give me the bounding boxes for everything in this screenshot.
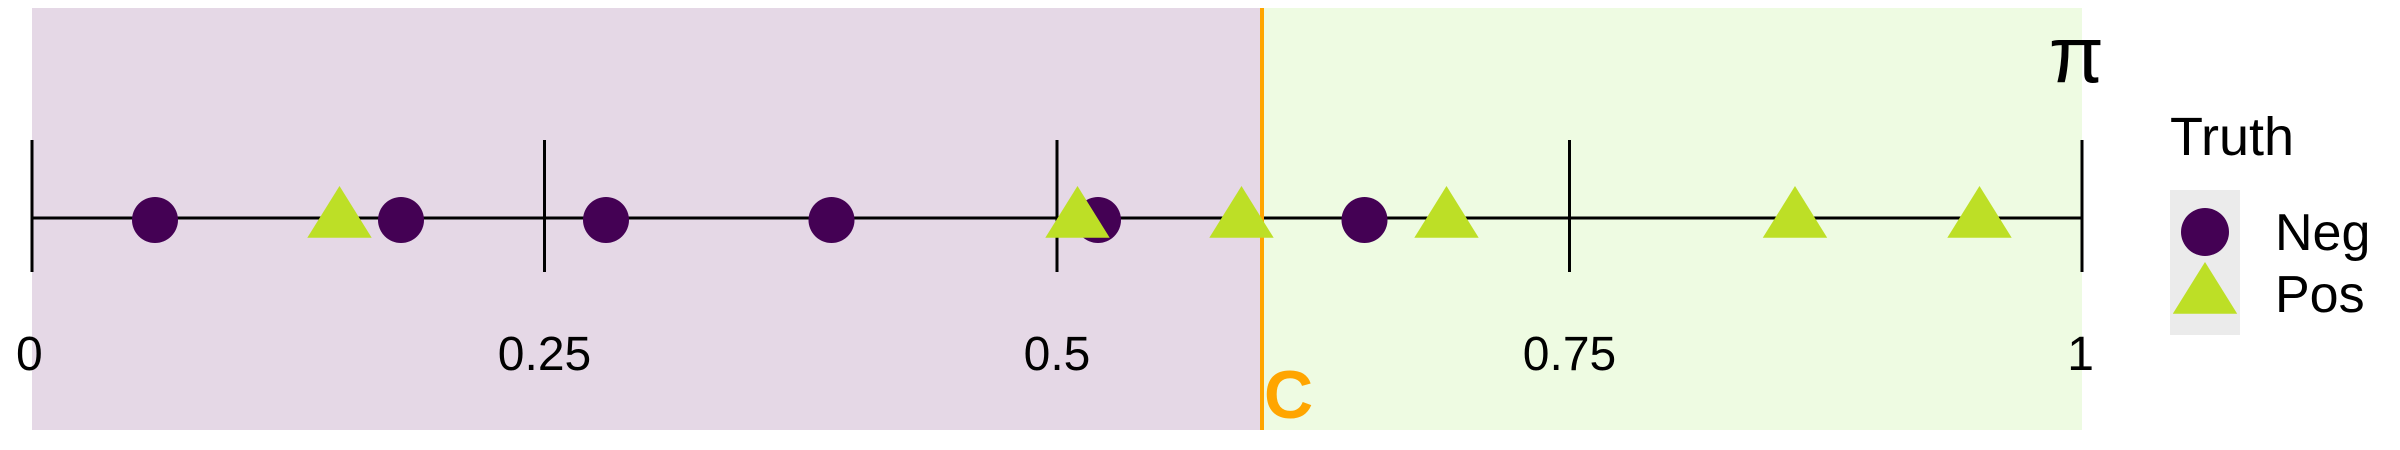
point-pos (1762, 186, 1828, 238)
point-neg (378, 197, 424, 243)
legend-title: Truth (2170, 107, 2294, 167)
point-pos (1209, 186, 1274, 238)
point-pos (307, 186, 372, 238)
legend-label: Pos (2275, 266, 2365, 324)
legend-triangle-icon (2172, 262, 2238, 314)
point-pos (1947, 186, 2012, 238)
x-tick-label: 0 (16, 328, 43, 381)
x-axis-ticks (30, 140, 2084, 272)
legend-label: Neg (2275, 204, 2370, 262)
legend-circle-icon (2181, 208, 2229, 256)
x-axis-tick-labels: 0 0.25 0.5 0.75 1 (16, 328, 2094, 381)
point-pos (1414, 186, 1479, 238)
point-neg (583, 197, 629, 243)
x-tick-label: 1 (2067, 328, 2094, 381)
cutoff-label: C (1264, 357, 1313, 433)
point-neg (808, 197, 855, 243)
x-tick-label: 0.75 (1523, 328, 1616, 381)
axis-symbol: π (2049, 10, 2104, 99)
point-neg (1341, 197, 1388, 243)
x-tick-label: 0.5 (1024, 328, 1091, 381)
point-neg (132, 197, 178, 243)
point-pos (1045, 186, 1110, 238)
x-tick-label: 0.25 (498, 328, 591, 381)
data-points (132, 186, 2012, 243)
